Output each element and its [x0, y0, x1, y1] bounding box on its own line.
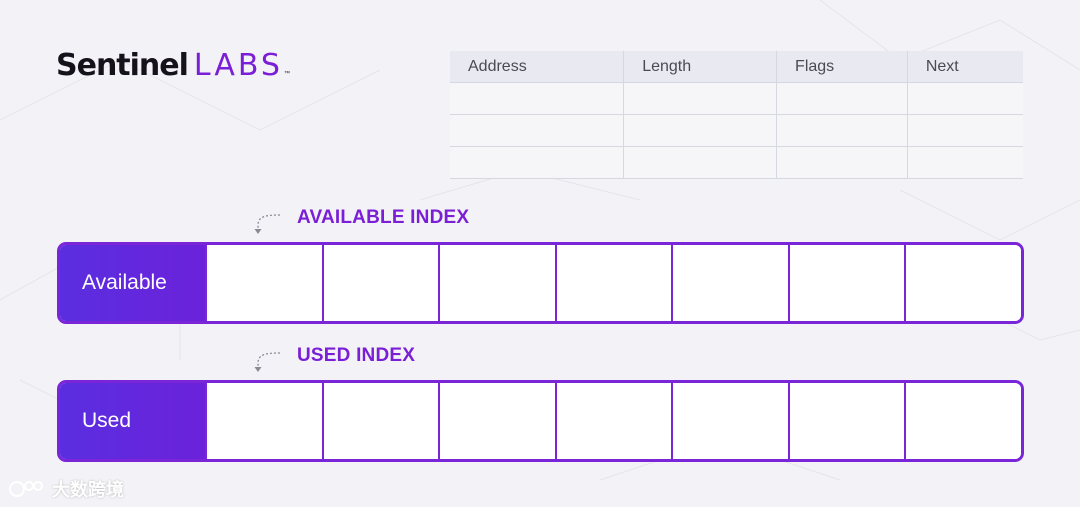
column-header-next: Next — [906, 51, 1023, 83]
used-slot — [671, 383, 788, 459]
available-slot — [321, 245, 439, 321]
table-cell — [906, 146, 1023, 179]
used-index-arrow-icon — [254, 352, 281, 372]
watermark-logo-icon — [9, 481, 43, 497]
watermark-text: 大数跨境 — [52, 480, 124, 500]
used-index-label: USED INDEX — [297, 345, 416, 366]
table-cell — [623, 82, 778, 115]
table-cell — [906, 82, 1023, 115]
available-slot — [787, 245, 905, 321]
logo-text-light: LABS — [193, 48, 283, 83]
logo-trademark: ™ — [283, 71, 290, 77]
table-cell — [450, 82, 625, 115]
available-slot — [438, 245, 555, 321]
table-cell — [623, 146, 778, 179]
table-cell — [776, 146, 908, 179]
available-ring: Available — [57, 242, 1024, 324]
table-cell — [906, 114, 1023, 147]
used-ring: Used — [57, 380, 1024, 462]
available-index-arrow-icon — [254, 214, 281, 234]
used-slot — [787, 383, 905, 459]
table-cell — [776, 82, 908, 115]
available-slot — [554, 245, 672, 321]
used-slot — [321, 383, 439, 459]
available-ring-label: Available — [60, 245, 205, 321]
available-slot — [671, 245, 788, 321]
table-row — [450, 114, 1023, 147]
column-header-flags: Flags — [776, 51, 908, 83]
table-cell — [623, 114, 778, 147]
descriptor-table: Address Length Flags Next — [450, 51, 1023, 179]
table-header-row: Address Length Flags Next — [450, 51, 1023, 83]
used-ring-label: Used — [60, 383, 205, 459]
watermark: 大数跨境 — [8, 476, 124, 502]
table-row — [450, 146, 1023, 179]
table-cell — [450, 146, 625, 179]
available-index-label: AVAILABLE INDEX — [297, 207, 470, 228]
logo-text-bold: Sentinel — [56, 48, 189, 83]
table-cell — [450, 114, 625, 147]
table-cell — [776, 114, 908, 147]
used-slot — [904, 383, 1021, 459]
used-slot — [438, 383, 555, 459]
sentinellabs-logo: Sentinel LABS ™ — [56, 48, 290, 88]
table-row — [450, 82, 1023, 115]
column-header-length: Length — [623, 51, 778, 83]
column-header-address: Address — [450, 51, 625, 83]
available-slot — [904, 245, 1021, 321]
used-slot — [205, 383, 322, 459]
used-slot — [554, 383, 672, 459]
available-slot — [205, 245, 322, 321]
